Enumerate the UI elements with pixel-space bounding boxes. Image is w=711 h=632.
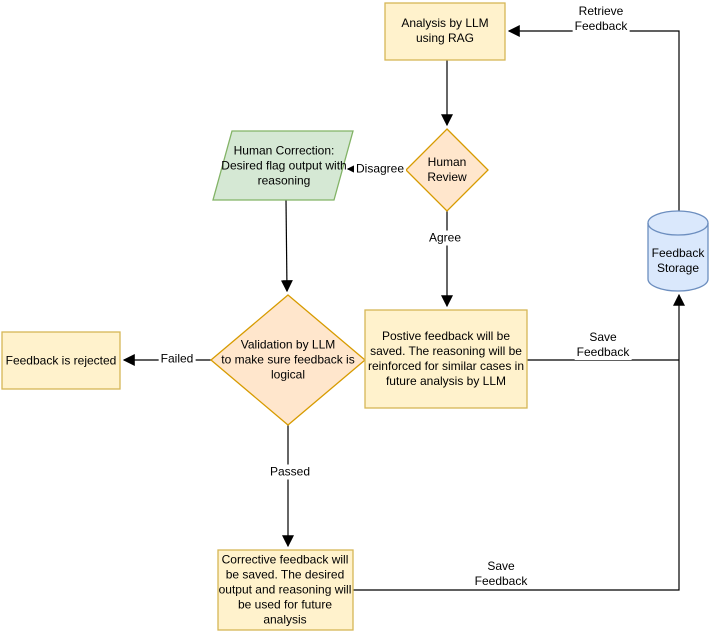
node-human-correction-parallelogram xyxy=(212,130,354,201)
edge-correction-to-validation xyxy=(280,199,293,293)
feedback-rejected-label: Feedback is rejected xyxy=(5,353,117,368)
validation-label: Validation by LLM to make sure feedback … xyxy=(221,337,355,382)
node-feedback-rejected-box xyxy=(1,331,121,390)
node-feedback-storage-cylinder xyxy=(647,210,709,292)
passed-edge-label: Passed xyxy=(267,464,313,480)
edge-retrieve-feedback xyxy=(507,25,680,211)
human-review-label: Human Review xyxy=(427,155,467,184)
retrieve-feedback-edge-label: Retrieve Feedback xyxy=(572,4,630,34)
human-correction-label: Human Correction: Desired flag output wi… xyxy=(221,143,347,188)
positive-feedback-label: Postive feedback will be saved. The reas… xyxy=(367,329,525,388)
node-positive-feedback-box xyxy=(364,309,528,409)
disagree-edge-label: Disagree xyxy=(353,161,407,177)
save-feedback-positive-edge-label: Save Feedback xyxy=(574,330,632,360)
node-analysis-box xyxy=(384,2,506,61)
analysis-label: Analysis by LLM using RAG xyxy=(401,16,489,45)
edge-save-feedback-corrective xyxy=(353,293,685,591)
node-corrective-feedback-box xyxy=(217,549,354,631)
save-feedback-corrective-edge-label: Save Feedback xyxy=(472,559,530,589)
cylinder-rim xyxy=(647,222,709,236)
feedback-storage-label: Feedback Storage xyxy=(651,246,705,275)
failed-edge-label: Failed xyxy=(158,351,196,367)
corrective-feedback-label: Corrective feedback will be saved. The d… xyxy=(218,552,352,627)
node-validation-diamond xyxy=(209,294,367,426)
agree-edge-label: Agree xyxy=(426,230,464,246)
node-human-review-diamond xyxy=(405,128,489,212)
